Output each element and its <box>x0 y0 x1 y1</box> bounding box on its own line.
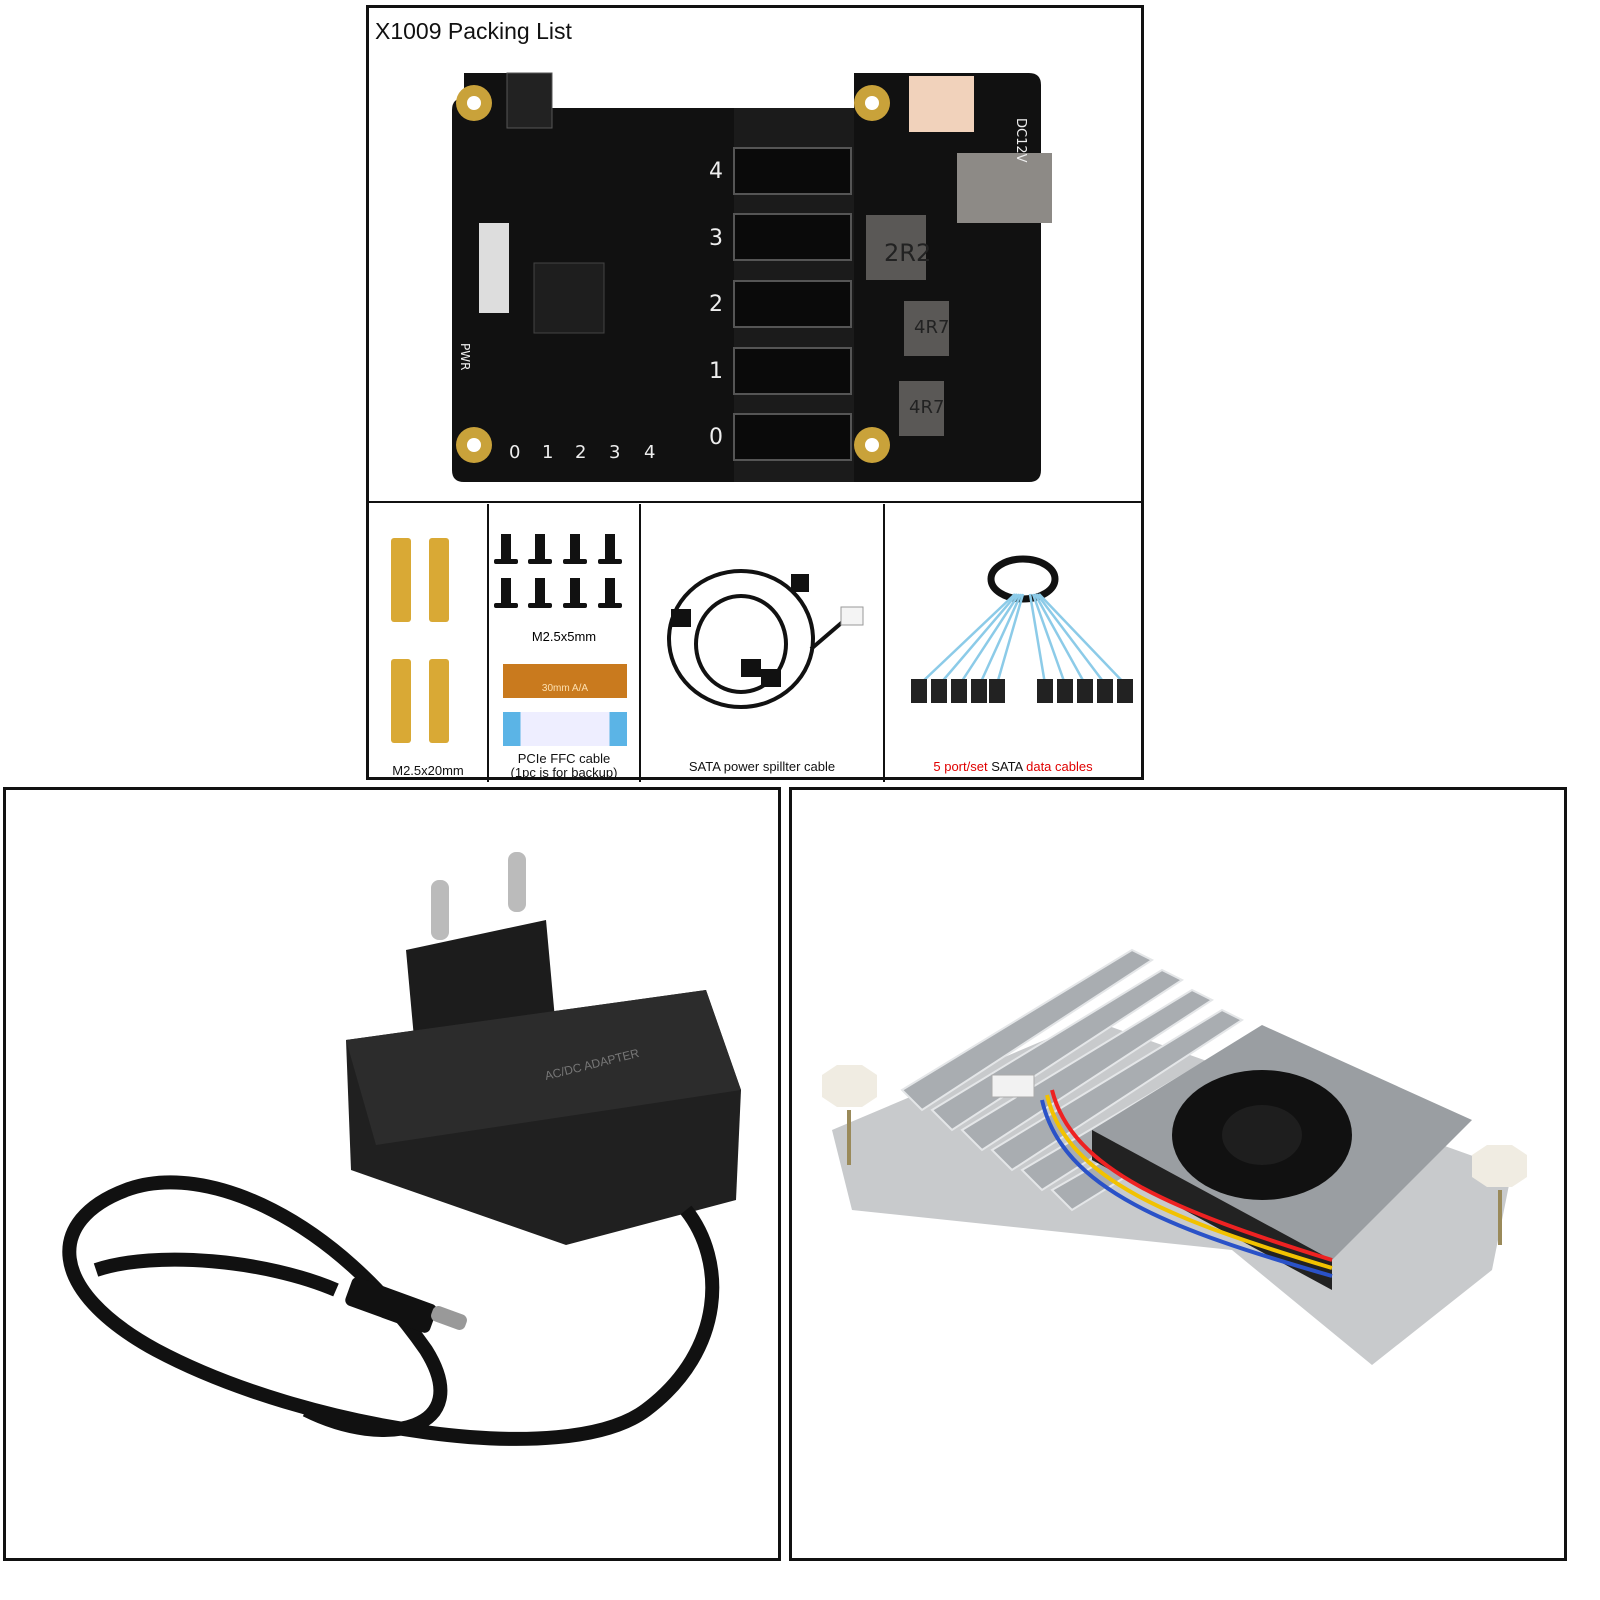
screws-image <box>494 534 622 608</box>
screw-label: M2.5x5mm <box>531 629 597 644</box>
sata-data-label-type: data cables <box>1026 759 1093 774</box>
active-cooler-panel <box>789 787 1567 1561</box>
sata-power-label: SATA power spillter cable <box>688 759 836 774</box>
pwr-label: PWR <box>458 343 472 370</box>
sata-data-label-count: 5 port/set <box>933 759 988 774</box>
inductor-4r7-b: 4R7 <box>909 397 944 418</box>
ffc-label: PCIe FFC cable <box>517 751 611 766</box>
item-sata-power-cable: SATA power spillter cable <box>641 504 885 782</box>
item-sata-data-cables: 5 port/set SATA data cables <box>885 504 1141 782</box>
x1009-board-image: 2R2 4R7 4R7 4 3 2 1 0 0 1 2 3 4 DC12V PW… <box>452 72 1052 482</box>
port-label: 1 <box>709 359 723 384</box>
dc12v-label: DC12V <box>1013 118 1028 163</box>
power-adapter-panel: AC/DC ADAPTER <box>3 787 781 1561</box>
port-label: 4 <box>709 159 723 184</box>
port-label: 3 <box>709 226 723 251</box>
port-label: 0 <box>709 425 723 450</box>
led-label: 3 <box>609 442 620 463</box>
item-standoffs: M2.5x20mm <box>369 504 489 782</box>
power-adapter-image: AC/DC ADAPTER <box>62 852 741 1446</box>
port-label: 2 <box>709 292 723 317</box>
led-label: 4 <box>644 442 655 463</box>
led-label: 0 <box>509 442 520 463</box>
packing-list-panel: X1009 Packing List 2R2 4R7 4R7 4 3 2 1 0… <box>366 5 1144 782</box>
brass-standoffs-image <box>391 538 449 743</box>
ffc-cable-orange: 30mm A/A <box>503 664 627 698</box>
sata-data-cables-image <box>911 555 1133 703</box>
sata-data-label-sata: SATA <box>987 759 1027 774</box>
inductor-2r2: 2R2 <box>884 239 931 267</box>
ffc-label-note: (1pc is for backup) <box>510 765 618 780</box>
item-screws-ffc: M2.5x5mm 30mm A/A PCIe FFC cable(1pc is … <box>489 504 641 782</box>
inductor-4r7-a: 4R7 <box>914 317 949 338</box>
divider <box>369 501 1141 503</box>
active-cooler-image <box>822 948 1527 1365</box>
ffc-cable-white <box>503 712 627 746</box>
standoff-label: M2.5x20mm <box>392 763 464 778</box>
sata-power-cable-image <box>667 569 864 709</box>
led-label: 2 <box>575 442 586 463</box>
packing-list-title: X1009 Packing List <box>375 18 572 44</box>
led-label: 1 <box>542 442 553 463</box>
